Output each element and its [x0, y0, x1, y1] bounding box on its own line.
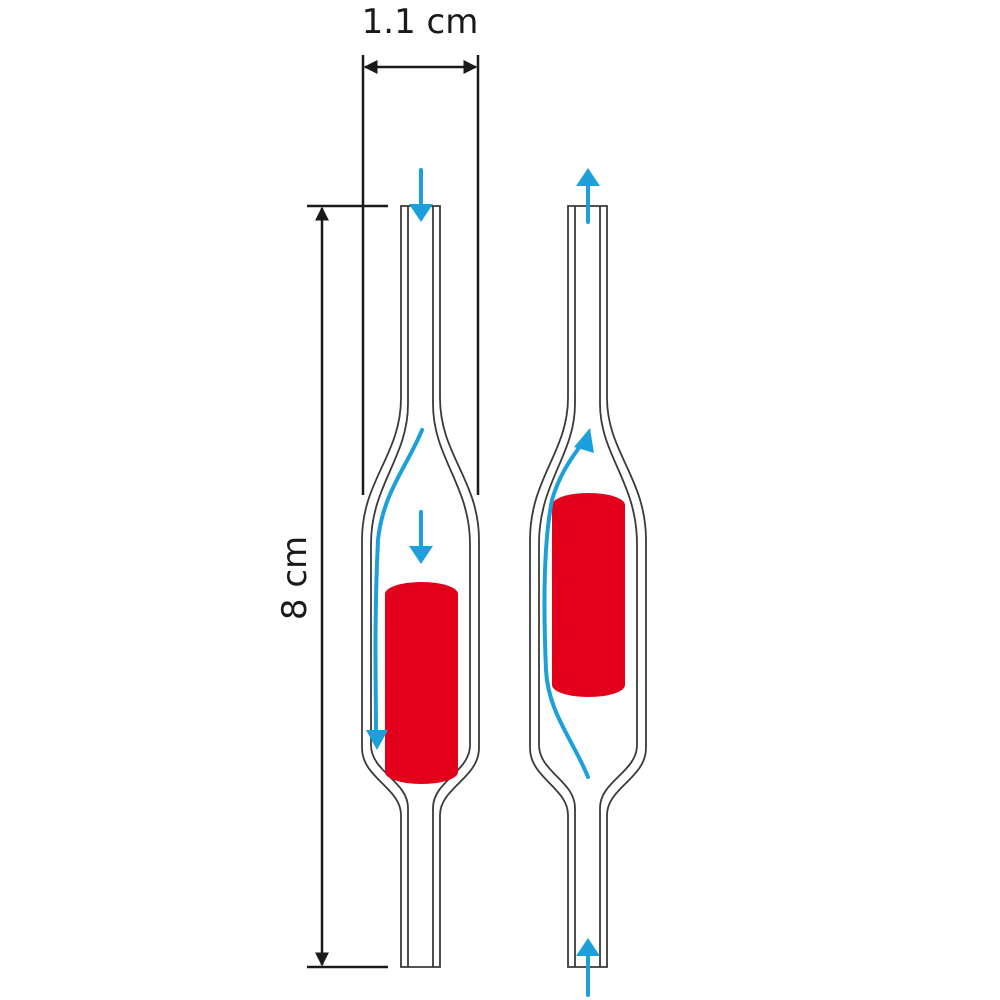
- flow-arrow-right-outlet-head: [576, 168, 600, 186]
- float-right-body: [552, 505, 625, 685]
- float-right-top-cap: [552, 493, 625, 517]
- tube-right: [529, 168, 647, 997]
- height-label: 8 cm: [275, 536, 315, 620]
- tube-left-inner-wall: [370, 206, 471, 967]
- tube-right-inner-wall: [538, 206, 638, 967]
- float-left-body: [385, 594, 458, 772]
- tube-left: [361, 168, 480, 968]
- flow-arrow-left-bypass-head: [366, 730, 388, 750]
- flow-arrow-left-center: [409, 510, 433, 564]
- flow-arrow-right-inlet: [576, 938, 600, 997]
- flow-arrow-left-inlet: [409, 168, 433, 222]
- float-left-bottom-cap: [385, 760, 458, 784]
- tube-left-outer-wall: [361, 205, 480, 968]
- flow-arrow-left-bypass: [366, 428, 424, 750]
- float-right-bottom-cap: [552, 673, 625, 697]
- width-dimension: 1.1 cm: [362, 2, 480, 495]
- height-dimension: 8 cm: [275, 204, 388, 969]
- flow-arrow-right-bypass-path: [542, 440, 590, 779]
- flow-arrow-right-bypass: [542, 428, 594, 779]
- flow-arrow-left-bypass-path: [373, 428, 424, 734]
- tube-right-outer-wall: [529, 205, 647, 968]
- float-left: [385, 582, 458, 784]
- flow-arrow-right-inlet-head: [576, 938, 600, 956]
- flow-arrow-left-inlet-head: [409, 204, 433, 222]
- flow-arrow-right-outlet: [576, 168, 600, 224]
- float-left-top-cap: [385, 582, 458, 606]
- flow-arrow-left-center-head: [409, 546, 433, 564]
- width-label: 1.1 cm: [362, 2, 479, 42]
- float-right: [552, 493, 625, 697]
- flow-arrow-right-bypass-head: [574, 428, 594, 453]
